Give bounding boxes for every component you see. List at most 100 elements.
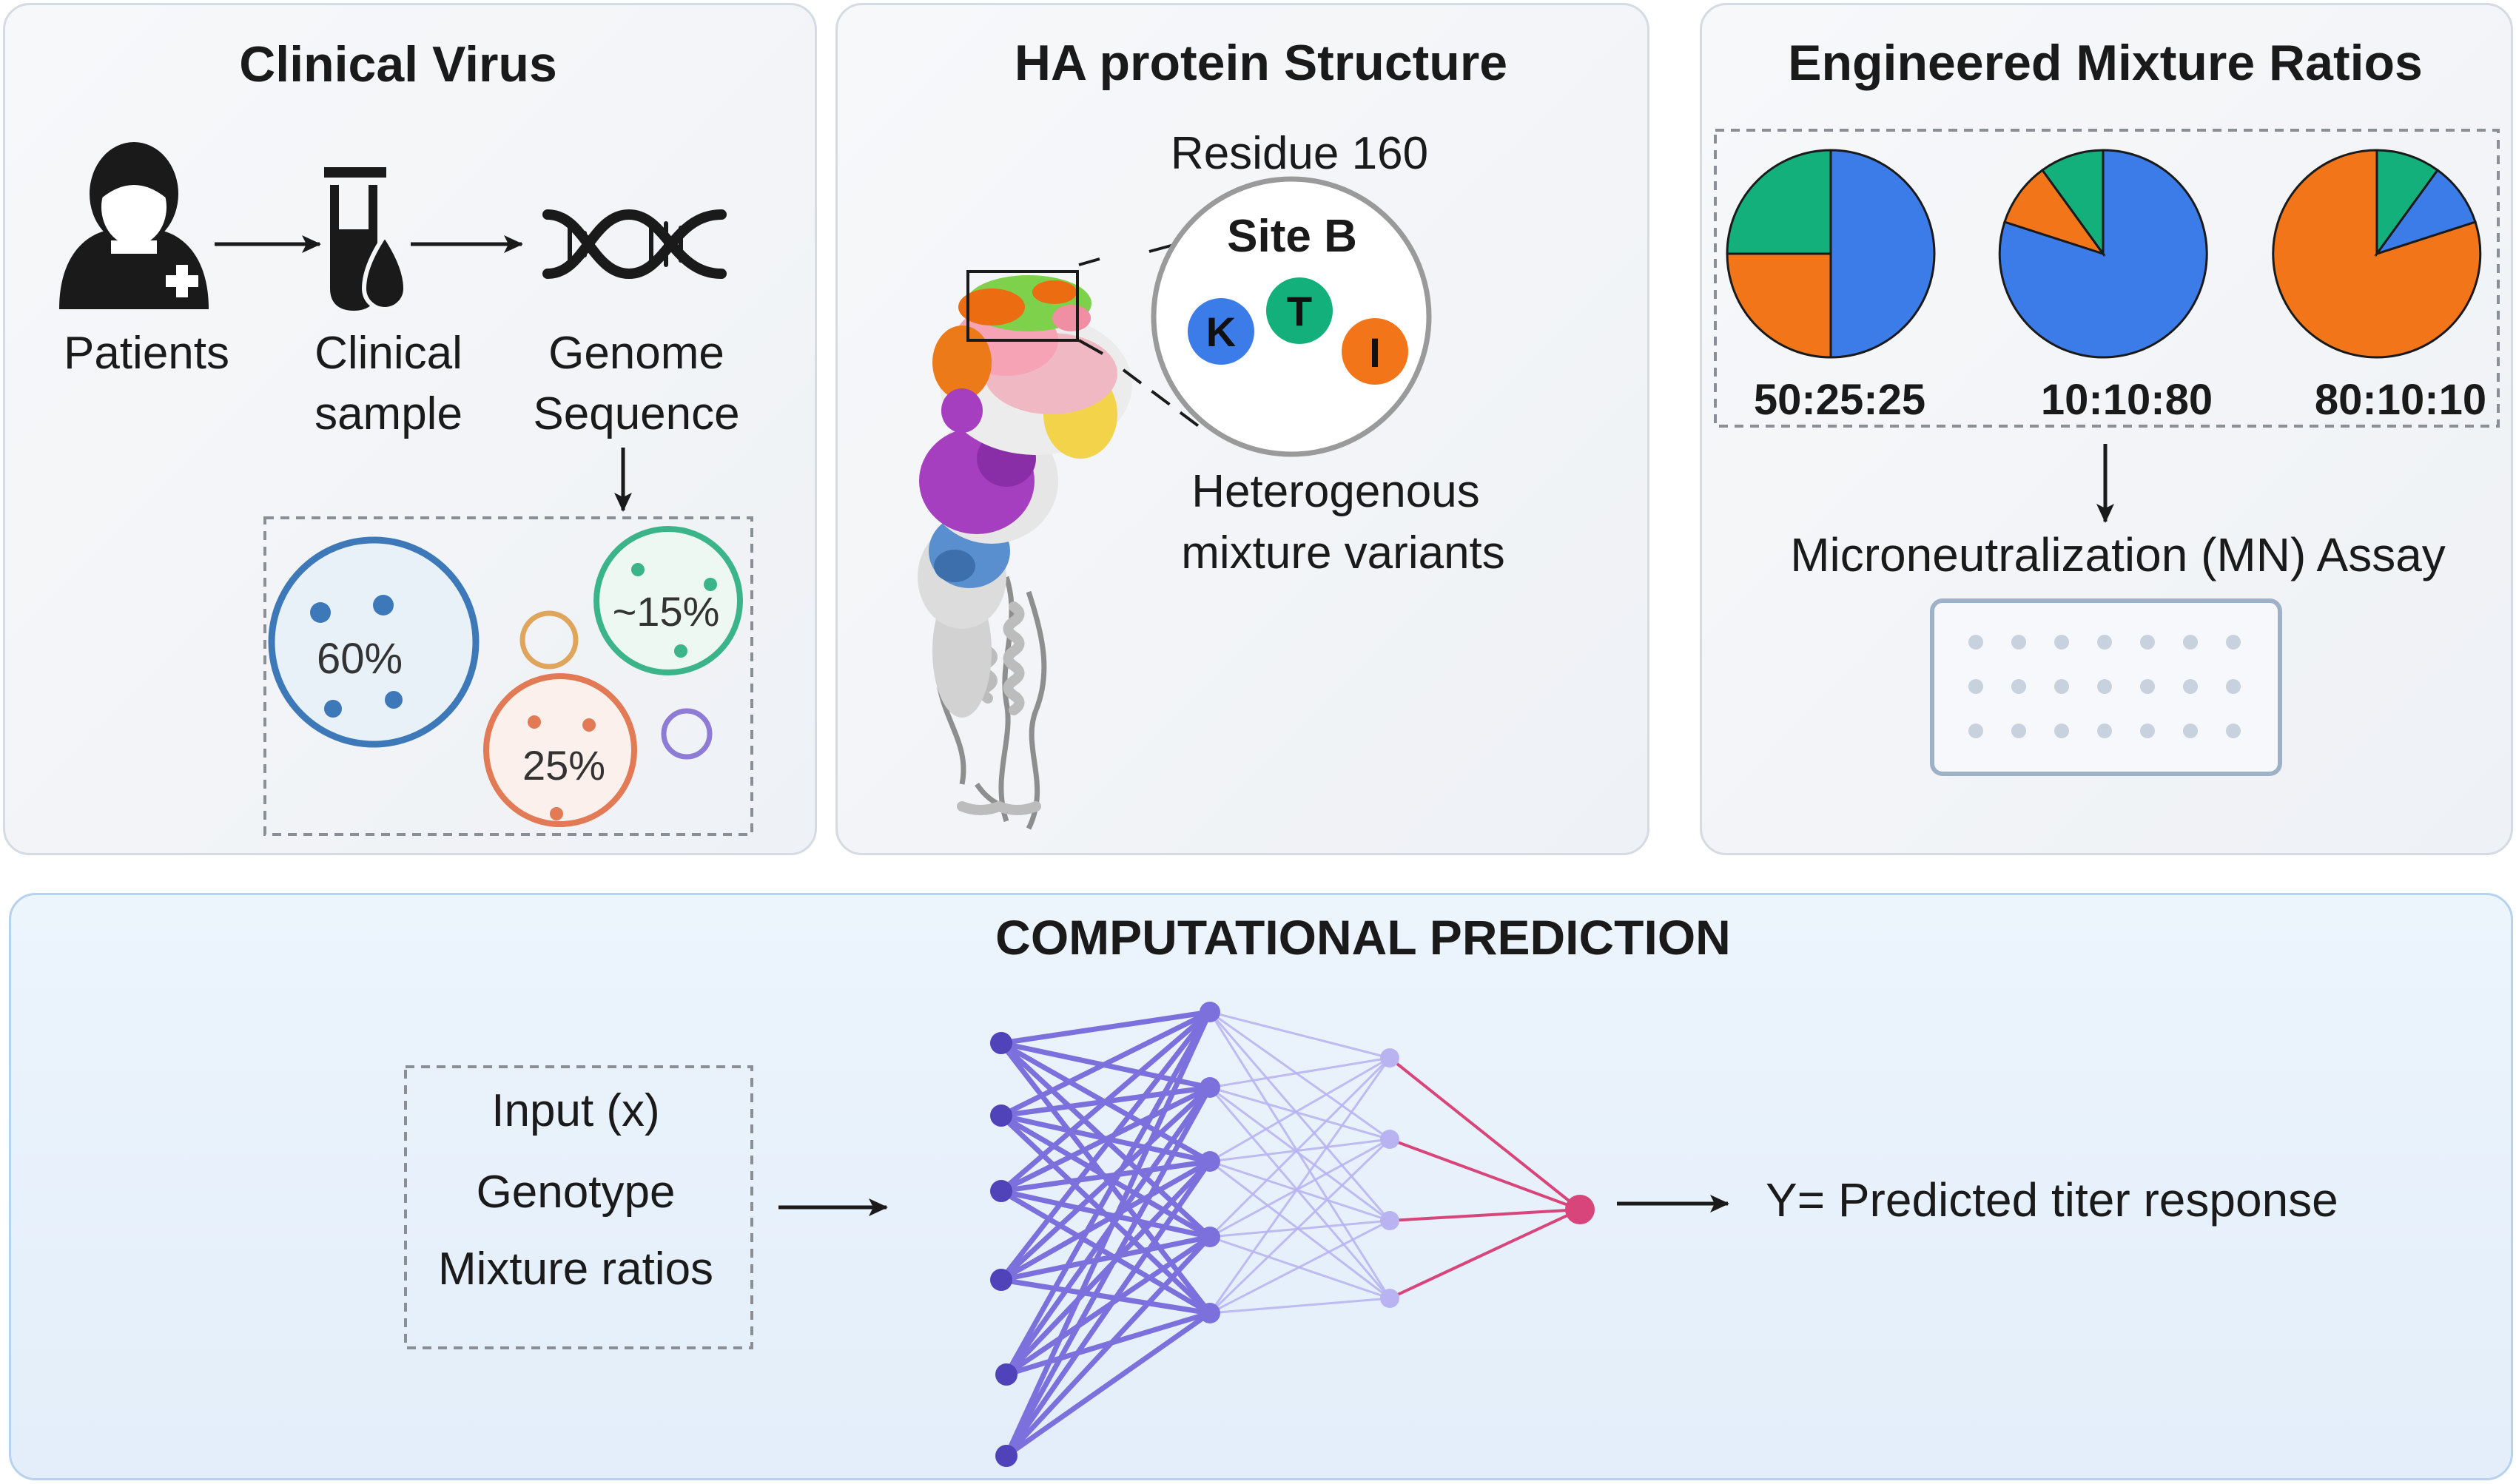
patient-icon	[59, 142, 209, 309]
nn-edge-hidden1-hidden2	[1208, 1138, 1391, 1315]
zoom-line-bottom-2	[1122, 368, 1204, 431]
ratio-label-1: 50:25:25	[1754, 376, 1925, 424]
nn-edge-input-hidden1	[1003, 1011, 1213, 1457]
nn-edge-hidden1-hidden2	[1208, 1011, 1391, 1221]
nn-hidden1-node	[1200, 1227, 1220, 1247]
mixture-ratios-panel	[1700, 3, 2513, 855]
nn-edge-input-hidden1	[1000, 1188, 1211, 1240]
nn-edge-hidden1-hidden2	[1209, 1086, 1390, 1222]
input-box	[404, 1065, 753, 1349]
patients-label: Patients	[64, 328, 229, 379]
mixture-variants-label-2: mixture variants	[1181, 527, 1505, 579]
nn-edge-input-hidden1	[1000, 1158, 1211, 1283]
variant-bubble-minor-purple	[661, 708, 713, 760]
ha-protein-structure	[918, 270, 1132, 830]
variant-bubble-minor-orange	[519, 610, 579, 670]
nn-input-node	[990, 1104, 1012, 1127]
nn-edge-hidden1-hidden2	[1209, 1138, 1390, 1238]
residue-t-marker	[1266, 277, 1333, 344]
neural-network	[990, 1002, 1595, 1467]
mixture-title: Engineered Mixture Ratios	[1788, 35, 2423, 91]
pie-chart-80-10-10	[2272, 149, 2482, 359]
nn-edge-hidden2-output	[1389, 1208, 1581, 1222]
nn-hidden1-node	[1200, 1077, 1220, 1098]
nn-edge-hidden1-hidden2	[1209, 1297, 1390, 1315]
variant-bubble-25	[483, 673, 637, 827]
nn-edge-input-hidden1	[1000, 1158, 1211, 1194]
nn-hidden1-node	[1200, 1002, 1220, 1022]
structure-title: HA protein Structure	[1015, 35, 1507, 91]
variant-bubble-60	[268, 536, 480, 748]
assay-plate-icon	[1930, 598, 2282, 776]
assay-label: Microneutralization (MN) Assay	[1790, 528, 2446, 581]
zoom-line-top	[1078, 257, 1100, 266]
zoom-line-bottom	[1078, 339, 1103, 355]
nn-hidden2-node	[1380, 1211, 1399, 1230]
pie-chart-50-25-25	[1726, 149, 1936, 359]
nn-edge-input-hidden1	[1004, 1235, 1212, 1458]
nn-hidden1-node	[1200, 1303, 1220, 1323]
residue-label: Residue 160	[1171, 128, 1428, 179]
nn-edge-hidden2-output	[1389, 1138, 1581, 1211]
clinical-sample-label-2: sample	[314, 388, 462, 439]
clinical-sample-label-1: Clinical	[314, 328, 462, 379]
nn-edge-input-hidden1	[999, 1010, 1212, 1193]
nn-edge-hidden2-output	[1389, 1208, 1581, 1300]
nn-edge-input-hidden1	[1000, 1277, 1211, 1316]
nn-input-node	[990, 1180, 1012, 1202]
test-tube-icon	[324, 167, 408, 311]
nn-edge-hidden1-hidden2	[1209, 1138, 1390, 1163]
nn-edge-input-hidden1	[1004, 1311, 1212, 1458]
residue-t-label: T	[1287, 288, 1312, 334]
variant-bubbles-box	[263, 516, 753, 836]
nn-input-node	[995, 1445, 1018, 1467]
nn-input-node	[990, 1269, 1012, 1291]
prediction-title: COMPUTATIONAL PREDICTION	[995, 910, 1731, 965]
nn-hidden2-node	[1380, 1130, 1399, 1149]
variant-bubble-15	[593, 526, 743, 675]
nn-input-node	[990, 1032, 1012, 1054]
residue-k-marker	[1188, 298, 1254, 365]
nn-edge-input-hidden1	[1004, 1160, 1212, 1457]
nn-hidden2-node	[1380, 1289, 1399, 1308]
nn-edge-hidden1-hidden2	[1209, 1219, 1390, 1238]
clinical-title: Clinical Virus	[239, 36, 557, 92]
nn-edge-input-hidden1	[1000, 1188, 1211, 1316]
nn-edge-input-hidden1	[1000, 1234, 1211, 1283]
genome-label-1: Genome	[548, 328, 724, 379]
variant-percent-25: 25%	[522, 742, 605, 789]
variant-percent-15: ~15%	[613, 588, 720, 635]
genome-label-2: Sequence	[533, 388, 739, 439]
nn-edge-hidden1-hidden2	[1209, 1011, 1390, 1141]
input-line-1: Input (x)	[491, 1085, 659, 1136]
nn-edge-hidden1-hidden2	[1209, 1086, 1390, 1141]
input-line-3: Mixture ratios	[438, 1244, 713, 1295]
residue-i-marker	[1342, 318, 1408, 385]
pie-chart-10-10-80	[1998, 149, 2208, 359]
nn-edge-input-hidden1	[1003, 1086, 1213, 1457]
nn-edge-input-hidden1	[999, 1085, 1212, 1282]
nn-hidden2-node	[1380, 1048, 1399, 1068]
nn-edge-hidden1-hidden2	[1208, 1057, 1391, 1314]
input-line-2: Genotype	[477, 1167, 676, 1218]
nn-edge-hidden1-hidden2	[1209, 1011, 1390, 1059]
nn-edge-hidden1-hidden2	[1209, 1056, 1390, 1163]
nn-edge-hidden2-output	[1388, 1056, 1581, 1211]
output-label: Y= Predicted titer response	[1766, 1173, 2338, 1227]
ratio-label-2: 10:10:80	[2041, 376, 2213, 424]
pie-charts-box	[1714, 129, 2500, 428]
nn-edge-input-hidden1	[1000, 1085, 1211, 1194]
nn-edge-hidden1-hidden2	[1208, 1056, 1391, 1238]
site-b-label: Site B	[1227, 211, 1357, 262]
nn-edge-hidden1-hidden2	[1209, 1219, 1390, 1315]
ratio-label-3: 80:10:10	[2315, 376, 2486, 424]
nn-edge-input-hidden1	[1003, 1011, 1213, 1376]
nn-edge-hidden1-hidden2	[1209, 1056, 1390, 1089]
nn-output-node	[1565, 1195, 1595, 1224]
nn-hidden1-node	[1200, 1151, 1220, 1172]
dna-icon	[542, 209, 727, 280]
mixture-variants-label-1: Heterogenous	[1191, 466, 1480, 517]
variant-percent-60: 60%	[317, 635, 403, 683]
nn-edge-input-hidden1	[1000, 1009, 1211, 1046]
nn-edge-hidden1-hidden2	[1208, 1087, 1391, 1299]
